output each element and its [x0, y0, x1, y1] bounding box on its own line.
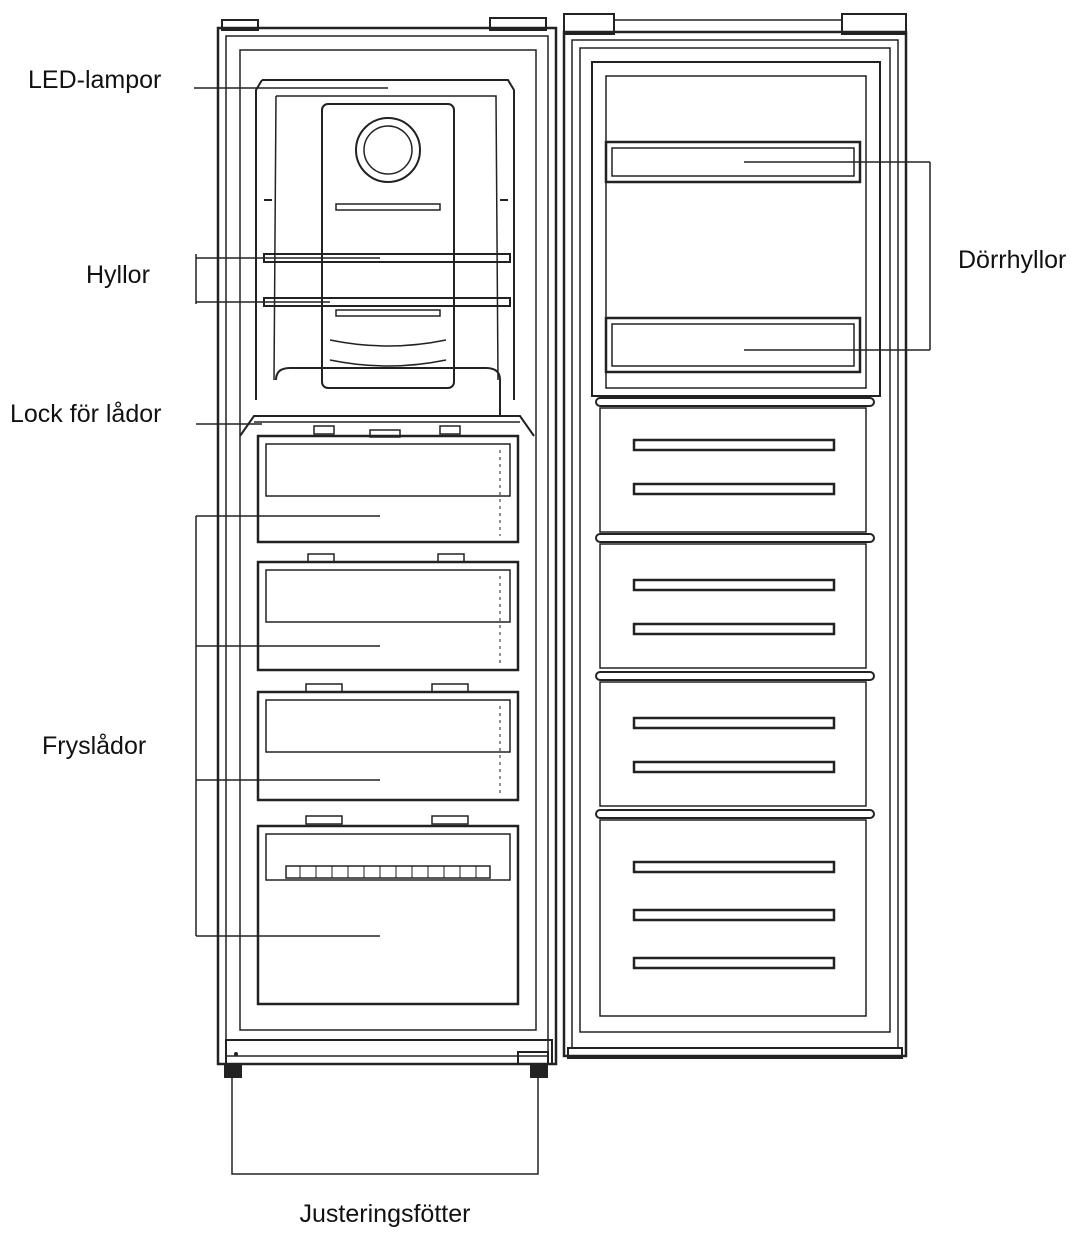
- callout-door-shelves: [744, 161, 931, 351]
- door-compartment-4: [595, 809, 875, 1017]
- drawer-lid: [239, 367, 535, 438]
- fan-cover: [321, 103, 455, 389]
- callout-adjustable-feet: [231, 1078, 539, 1175]
- callout-freezer-drawers: [195, 515, 380, 937]
- freezer-door: [562, 13, 908, 1059]
- freezer-drawer-2: [256, 553, 520, 672]
- freezer-drawer-3: [256, 683, 520, 802]
- adjustable-foot-left: [224, 1064, 242, 1078]
- label-drawer-lid: Lock för lådor: [10, 400, 161, 428]
- freezer-drawer-1: [256, 434, 520, 544]
- door-compartment-1: [595, 397, 875, 533]
- freezer-cabinet: [216, 17, 558, 1078]
- label-led-lamps: LED-lampor: [28, 66, 161, 94]
- label-adjustable-feet: Justeringsfötter: [300, 1200, 471, 1228]
- label-freezer-drawers: Fryslådor: [42, 732, 146, 760]
- adjustable-foot-right: [517, 1051, 549, 1078]
- label-shelves: Hyllor: [86, 261, 150, 289]
- freezer-drawer-4: [256, 815, 520, 1006]
- door-shelf-lower: [604, 316, 862, 374]
- label-door-shelves: Dörrhyllor: [958, 246, 1066, 274]
- door-compartment-3: [595, 671, 875, 807]
- door-compartment-2: [595, 533, 875, 669]
- callout-shelves: [195, 254, 380, 304]
